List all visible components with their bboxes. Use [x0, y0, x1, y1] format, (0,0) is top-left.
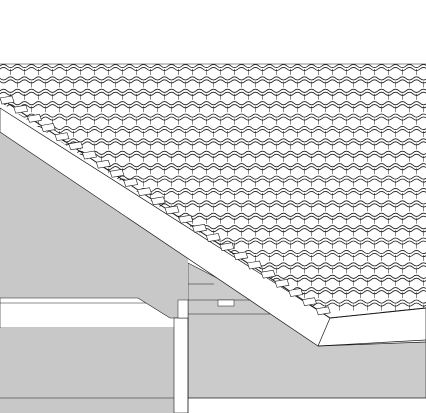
tile-course-line: [0, 64, 426, 68]
verge-tile: [315, 306, 331, 316]
floor-band: [0, 328, 188, 413]
tile-course-line: [0, 116, 426, 121]
tile-course-line: [0, 88, 426, 93]
verge-tile: [178, 214, 194, 224]
verge-tile: [109, 168, 125, 178]
verge-tile: [247, 260, 262, 270]
verge-tile: [150, 196, 166, 206]
verge-tile: [260, 269, 276, 279]
verge-tile: [13, 104, 29, 114]
verge-tile: [274, 278, 290, 288]
tile-course-line: [0, 129, 426, 133]
tile-course-line: [0, 113, 426, 118]
verge-tile: [82, 150, 97, 160]
tile-course-line: [0, 67, 426, 71]
verge-tile: [192, 223, 207, 233]
verge-tile: [205, 233, 221, 242]
verge-tile: [288, 288, 304, 297]
verge-tile: [40, 123, 56, 132]
tile-course-line: [0, 104, 426, 109]
verge-tile-row: [0, 95, 331, 316]
verge-tile: [54, 132, 70, 142]
column-head-block: [217, 299, 235, 307]
tile-course-line: [0, 126, 426, 130]
verge-tile: [123, 178, 139, 187]
tile-course-line: [0, 101, 426, 106]
verge-tile: [233, 251, 249, 261]
tile-course-line: [0, 79, 426, 84]
fascia-bottom-line: [317, 339, 426, 347]
verge-tile: [302, 297, 317, 307]
tile-course-line: [0, 91, 426, 96]
verge-tile: [27, 113, 42, 123]
verge-tile: [219, 242, 235, 252]
fascia-corner-line: [317, 317, 331, 347]
verge-tile: [95, 159, 111, 169]
column-head-bracket: [177, 299, 189, 319]
verge-tile: [68, 141, 84, 151]
verge-tile: [164, 205, 180, 215]
column-post: [173, 317, 189, 413]
verge-tile: [137, 187, 152, 197]
verge-tile: [0, 95, 15, 105]
tile-course-line: [0, 76, 426, 81]
